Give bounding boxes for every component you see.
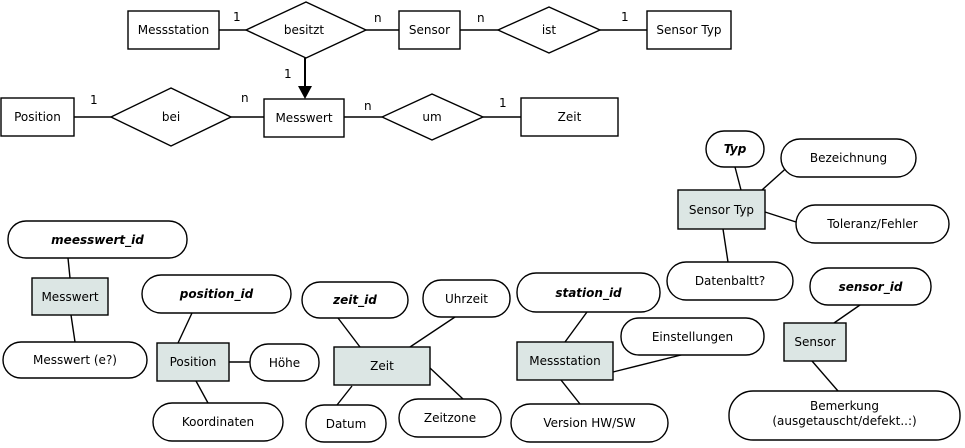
relationship-besitzt-label: besitzt (284, 23, 325, 37)
attribute-sensor-key (809, 267, 932, 306)
entity-sensor: Sensor (398, 10, 461, 50)
attribute-messstation-version-label: Version HW/SW (543, 416, 635, 430)
attribute-position-key (141, 274, 292, 314)
attribute-zeit-key (301, 281, 409, 319)
attribute-messwert-value (2, 341, 148, 379)
entity-messwert-attr-label: Messwert (41, 290, 98, 304)
attribute-position-key-label: position_id (179, 287, 254, 302)
attribute-sensortyp-key (705, 130, 765, 168)
cardinality-um-zeit: 1 (499, 96, 507, 110)
attribute-zeit-key-label: zeit_id (332, 293, 377, 308)
cardinality-besitzt-messwert: 1 (284, 67, 292, 81)
attribute-messwert-key-label: meesswert_id (51, 233, 144, 248)
attribute-messwert-key (7, 220, 188, 259)
relationship-um: um (380, 93, 485, 141)
attribute-messstation-version (510, 403, 669, 443)
attribute-sensor-key-label: sensor_id (839, 280, 903, 295)
entity-sensortyp-attr (677, 189, 766, 230)
attribute-zeit-uhrzeit-label: Uhrzeit (445, 292, 488, 306)
entity-messstation-attr (516, 341, 614, 381)
attribute-zeit-zeitzone (398, 398, 502, 438)
attribute-zeit-datum (305, 404, 387, 443)
attribute-position-koordinaten (152, 402, 284, 442)
er-connectors (74, 29, 647, 118)
entity-sensor-typ: Sensor Typ (646, 10, 732, 50)
attribute-group-sensor: sensor_id Sensor Bemerkung (ausgetauscht… (728, 267, 961, 441)
attribute-sensor-bemerkung (728, 390, 961, 441)
arrow-head (298, 86, 312, 99)
attribute-sensortyp-bezeichnung (780, 138, 917, 178)
attribute-position-hoehe-label: Höhe (269, 356, 300, 370)
cardinality-messstation-besitzt: 1 (233, 10, 241, 24)
entity-sensor-label: Sensor (409, 23, 450, 37)
cardinality-besitzt-sensor: n (374, 11, 382, 25)
entity-messwert-label: Messwert (275, 111, 332, 125)
attribute-sensortyp-toleranz (795, 204, 950, 244)
attribute-messstation-einstellungen (620, 317, 765, 356)
attribute-sensortyp-key-label: Typ (724, 142, 747, 156)
attribute-position-hoehe (249, 343, 320, 382)
cardinality-ist-sensortyp: 1 (621, 10, 629, 24)
attribute-messstation-key-label: station_id (555, 286, 622, 301)
entity-sensor-attr (783, 322, 847, 362)
attribute-messwert-value-label: Messwert (e?) (33, 353, 117, 367)
relationship-um-label: um (422, 110, 441, 124)
relationship-besitzt: besitzt (244, 1, 368, 59)
attribute-group-position: position_id Position Höhe Koordinaten (141, 274, 320, 442)
entity-messstation-attr-label: Messstation (529, 354, 601, 368)
attribute-zeit-datum-label: Datum (326, 417, 367, 431)
entity-messwert: Messwert (263, 98, 345, 138)
attribute-connectors (67, 162, 861, 406)
entity-sensortyp-attr-label: Sensor Typ (689, 203, 754, 217)
attribute-group-sensor-typ: Typ Bezeichnung Sensor Typ Toleranz/Fehl… (666, 130, 950, 301)
entity-messstation: Messstation (127, 10, 220, 50)
attribute-group-messstation: station_id Einstellungen Messstation Ver… (510, 272, 765, 443)
entity-messstation-label: Messstation (138, 23, 210, 37)
attribute-sensortyp-bezeichnung-label: Bezeichnung (810, 151, 887, 165)
relationship-ist-label: ist (542, 23, 557, 37)
attribute-sensor-bemerkung-label: Bemerkung (810, 399, 879, 413)
entity-zeit: Zeit (520, 97, 619, 137)
entity-zeit-attr (333, 346, 431, 386)
relationship-ist: ist (496, 6, 602, 54)
attribute-zeit-uhrzeit (422, 279, 511, 318)
cardinality-bei-messwert: n (241, 91, 249, 105)
cardinality-messwert-um: n (364, 99, 372, 113)
entity-position: Position (0, 97, 75, 137)
attribute-messstation-key (516, 272, 661, 313)
attribute-zeit-zeitzone-label: Zeitzone (424, 411, 476, 425)
entity-sensor-typ-label: Sensor Typ (656, 23, 721, 37)
relationship-bei: bei (109, 87, 233, 147)
entity-sensor-attr-label: Sensor (794, 335, 835, 349)
relationship-bei-label: bei (162, 110, 180, 124)
cardinalities: 1 n n 1 1 1 n n 1 (90, 10, 629, 113)
attribute-sensortyp-toleranz-label: Toleranz/Fehler (826, 217, 918, 231)
attribute-group-messwert: meesswert_id Messwert Messwert (e?) (2, 220, 188, 379)
entity-zeit-attr-label: Zeit (370, 359, 394, 373)
attribute-messstation-einstellungen-label: Einstellungen (652, 330, 733, 344)
attribute-sensortyp-datenblatt-label: Datenbaltt? (695, 274, 765, 288)
entity-position-attr-label: Position (170, 355, 217, 369)
attribute-position-koordinaten-label: Koordinaten (182, 415, 254, 429)
entity-position-attr (156, 342, 230, 382)
entity-position-label: Position (14, 110, 61, 124)
cardinality-sensor-ist: n (477, 11, 485, 25)
attribute-sensortyp-datenblatt (666, 261, 794, 301)
attribute-sensor-bemerkung-detail: (ausgetauscht/defekt..:) (772, 414, 916, 428)
attribute-group-zeit: zeit_id Uhrzeit Zeit Datum Zeitzone (301, 279, 511, 443)
cardinality-position-bei: 1 (90, 93, 98, 107)
entity-messwert-attr (31, 277, 109, 316)
entity-zeit-label: Zeit (558, 110, 582, 124)
